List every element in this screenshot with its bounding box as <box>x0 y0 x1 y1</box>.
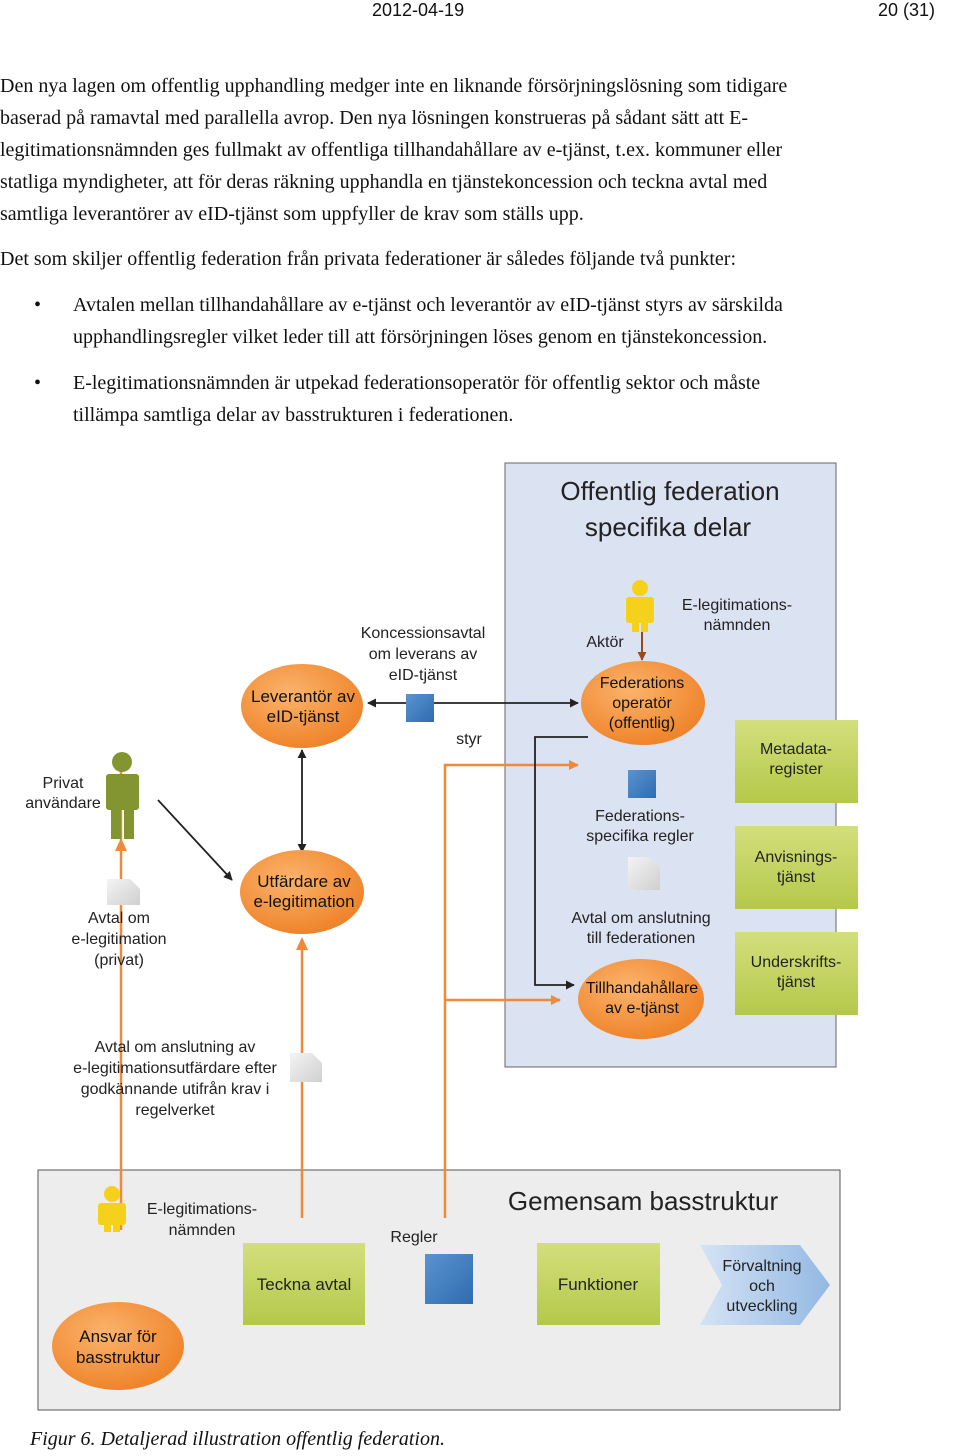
leverantor-label: eID-tjänst <box>267 707 340 726</box>
underskriftstjanst-label: tjänst <box>777 974 816 991</box>
utfardare-label: e-legitimation <box>253 892 354 911</box>
privat-anvandare-label: användare <box>25 795 101 812</box>
e-leg-namnden-bottom-label: E-legitimations- <box>147 1201 257 1218</box>
regler-square <box>425 1254 473 1304</box>
ansvar-label: Ansvar för <box>79 1327 157 1346</box>
utfardare-node <box>240 850 364 934</box>
funktioner-box <box>537 1243 660 1325</box>
avtal-utfardare-label: e-legitimationsutfärdare efter <box>73 1060 277 1077</box>
avtal-anslutning-federationen-label: Avtal om anslutning <box>571 910 710 927</box>
privat-anvandare-person-icon <box>106 752 139 839</box>
koncessionsavtal-label: om leverans av <box>369 646 478 663</box>
avtal-utfardare-label: Avtal om anslutning av <box>95 1039 256 1056</box>
document-icon <box>107 879 140 905</box>
paragraph-line: baserad på ramavtal med parallella avrop… <box>0 107 749 129</box>
e-leg-namnden-top-label: E-legitimations- <box>682 597 792 614</box>
black-connectors <box>157 698 588 990</box>
avtal-utfardare-label: regelverket <box>135 1102 215 1119</box>
avtal-privat-label: Avtal om <box>88 910 150 927</box>
paragraph-2: Det som skiljer offentlig federation frå… <box>0 248 737 270</box>
metadataregister-label: register <box>769 761 823 778</box>
bullet-icon: • <box>34 294 42 316</box>
tillhandahallare-node <box>578 959 704 1039</box>
leverantor-node <box>241 664 363 748</box>
avtal-anslutning-federationen-label: till federationen <box>587 930 696 947</box>
bullet-line: tillämpa samtliga delar av basstrukturen… <box>73 404 514 426</box>
arrowhead-icon <box>115 838 127 851</box>
federationsoperator-label: Federations <box>600 675 685 692</box>
anvisningstjanst-label: tjänst <box>777 869 816 886</box>
leverantor-label: Leverantör av <box>251 687 355 706</box>
document-icon <box>290 1053 322 1082</box>
header-date: 2012-04-19 <box>372 0 465 20</box>
federationsspecifika-regler-label: Federations- <box>595 808 685 825</box>
anvisningstjanst-box <box>735 826 858 909</box>
federation-diagram: Offentlig federation specifika delar Lev… <box>25 462 858 1411</box>
gemensam-title: Gemensam basstruktur <box>508 1186 779 1216</box>
utfardare-label: Utfärdare av <box>257 872 351 891</box>
paragraph-line: statliga myndigheter, att för deras räkn… <box>0 171 768 193</box>
federationsspecifika-regler-square <box>628 770 656 798</box>
offentlig-title-line: specifika delar <box>585 512 752 542</box>
header-page-number: 20 (31) <box>878 0 936 20</box>
forvaltning-label: och <box>749 1278 775 1295</box>
privat-anvandare-label: Privat <box>43 775 84 792</box>
teckna-avtal-box <box>243 1243 365 1325</box>
federationsoperator-node <box>581 661 705 745</box>
offentlig-title-line: Offentlig federation <box>560 476 779 506</box>
actor-person-icon <box>626 580 654 632</box>
ansvar-label: basstruktur <box>76 1348 160 1367</box>
ansvar-node <box>52 1302 184 1390</box>
paragraph-line: Den nya lagen om offentlig upphandling m… <box>0 75 788 97</box>
teckna-avtal-label: Teckna avtal <box>257 1275 352 1294</box>
bullet-line: Avtalen mellan tillhandahållare av e-tjä… <box>73 294 783 316</box>
anvisningstjanst-label: Anvisnings- <box>755 849 838 866</box>
tillhandahallare-label: av e-tjänst <box>605 1000 679 1017</box>
arrowhead-icon <box>296 937 308 950</box>
bullet-line: E-legitimationsnämnden är utpekad federa… <box>73 372 761 394</box>
e-leg-namnden-bottom-label: nämnden <box>169 1222 236 1239</box>
forvaltning-chevron <box>700 1245 830 1325</box>
tillhandahallare-label: Tillhandahållare <box>586 979 698 997</box>
forvaltning-label: utveckling <box>726 1298 797 1315</box>
bullet-line: upphandlingsregler vilket leder till att… <box>73 326 768 348</box>
paragraph-line: legitimationsnämnden ges fullmakt av off… <box>0 139 783 161</box>
underskriftstjanst-label: Underskrifts- <box>751 954 842 971</box>
e-leg-namnden-top-label: nämnden <box>704 617 771 634</box>
avtal-privat-label: (privat) <box>94 952 144 969</box>
forvaltning-label: Förvaltning <box>722 1258 801 1275</box>
paragraph-line: samtliga leverantörer av eID-tjänst som … <box>0 203 584 225</box>
avtal-privat-label: e-legitimation <box>71 931 166 948</box>
federationsoperator-label: (offentlig) <box>609 715 675 732</box>
funktioner-label: Funktioner <box>558 1275 639 1294</box>
document-icon <box>628 857 660 890</box>
e-leg-namnden-bottom-person-icon <box>98 1186 126 1232</box>
federationsspecifika-regler-label: specifika regler <box>586 828 694 845</box>
bullet-icon: • <box>34 372 42 394</box>
koncessionsavtal-square <box>406 694 434 722</box>
metadataregister-label: Metadata- <box>760 741 832 758</box>
regler-label: Regler <box>390 1229 438 1246</box>
koncessionsavtal-label: Koncessionsavtal <box>361 625 486 642</box>
metadataregister-box <box>735 720 858 803</box>
figure-caption: Figur 6. Detaljerad illustration offentl… <box>30 1428 445 1450</box>
styr-label: styr <box>456 731 482 748</box>
underskriftstjanst-box <box>735 932 858 1015</box>
federationsoperator-label: operatör <box>612 695 672 712</box>
koncessionsavtal-label: eID-tjänst <box>389 667 458 684</box>
avtal-utfardare-label: godkännande utifrån krav i <box>81 1080 270 1098</box>
actor-label: Aktör <box>586 634 624 651</box>
